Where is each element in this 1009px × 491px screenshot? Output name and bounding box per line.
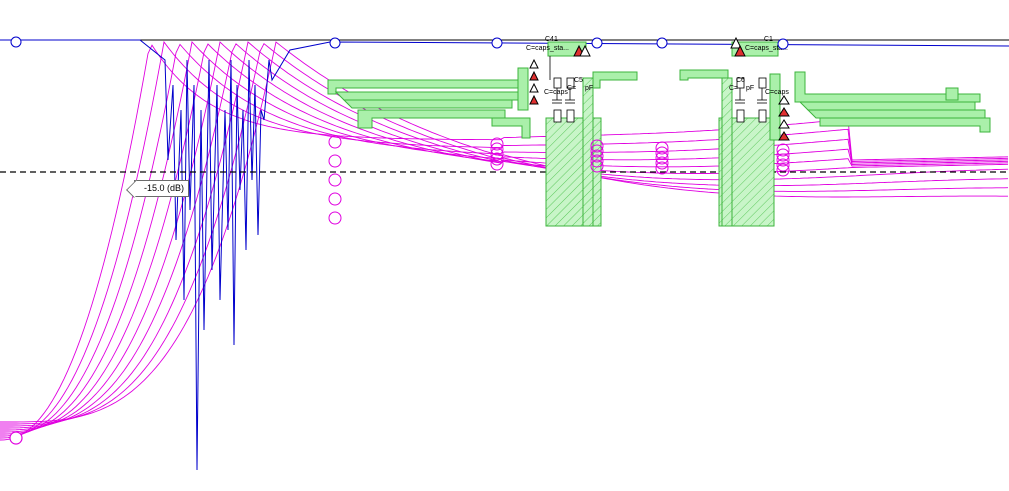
trace-marker[interactable]: [328, 173, 342, 187]
cap-label: C41: [545, 36, 558, 43]
port-symbols-right[interactable]: [730, 36, 790, 141]
trace-marker[interactable]: [655, 146, 669, 160]
trace-marker[interactable]: [490, 137, 504, 151]
sweep-traces: [0, 40, 1009, 441]
trace-marker[interactable]: [655, 141, 669, 155]
top-markers[interactable]: [10, 36, 789, 50]
sweep-trace: [0, 40, 1009, 439]
marker-readout[interactable]: -15.0 (dB): [134, 180, 190, 197]
trace-marker[interactable]: [776, 143, 790, 157]
bottom-left-marker[interactable]: [9, 431, 23, 445]
cap-label: C=caps: [544, 89, 568, 96]
trace-marker[interactable]: [490, 157, 504, 171]
sweep-trace: [0, 43, 1009, 425]
cap-label: C=caps_sta...: [526, 45, 569, 52]
trace-marker[interactable]: [776, 163, 790, 177]
trace-marker[interactable]: [655, 161, 669, 175]
trace-marker[interactable]: [328, 211, 342, 225]
port-symbols-left[interactable]: [529, 44, 591, 105]
layout-block-right[interactable]: C1 C=caps_sta... C6 C= pF C=caps: [679, 36, 991, 227]
trace-marker[interactable]: [490, 147, 504, 161]
cap-label: C=: [567, 85, 576, 92]
sweep-trace: [0, 43, 1009, 437]
trace-marker[interactable]: [655, 151, 669, 165]
cap-label: C6: [736, 77, 745, 84]
marker-value: -15.0: [144, 183, 165, 193]
trace-marker[interactable]: [776, 148, 790, 162]
cap-label: C1: [764, 36, 773, 43]
trace-marker[interactable]: [328, 192, 342, 206]
cap-label: C=: [729, 85, 738, 92]
trace-marker[interactable]: [590, 144, 604, 158]
trace-markers[interactable]: [328, 135, 790, 225]
trace-marker[interactable]: [590, 139, 604, 153]
trace-marker[interactable]: [328, 154, 342, 168]
trace-marker[interactable]: [655, 156, 669, 170]
cap-label: C=caps_sta...: [745, 45, 788, 52]
trace-marker[interactable]: [490, 142, 504, 156]
trace-marker[interactable]: [590, 154, 604, 168]
cap-label: C=caps: [765, 89, 789, 96]
trace-marker[interactable]: [590, 149, 604, 163]
layout-block-left[interactable]: C41 C=caps_sta... C5 C= pF C=caps: [327, 36, 638, 227]
sweep-trace: [0, 43, 1009, 429]
measured-trace: [0, 39, 1009, 471]
trace-marker[interactable]: [328, 135, 342, 149]
sweep-trace: [0, 41, 1008, 423]
cap-label: C5: [574, 77, 583, 84]
cap-label: pF: [746, 85, 754, 92]
marker-unit: (dB): [167, 183, 185, 193]
trace-marker[interactable]: [776, 153, 790, 167]
trace-marker[interactable]: [590, 159, 604, 173]
trace-marker[interactable]: [490, 152, 504, 166]
cap-label: pF: [585, 85, 593, 92]
trace-marker[interactable]: [776, 158, 790, 172]
sweep-trace: [0, 41, 1009, 427]
